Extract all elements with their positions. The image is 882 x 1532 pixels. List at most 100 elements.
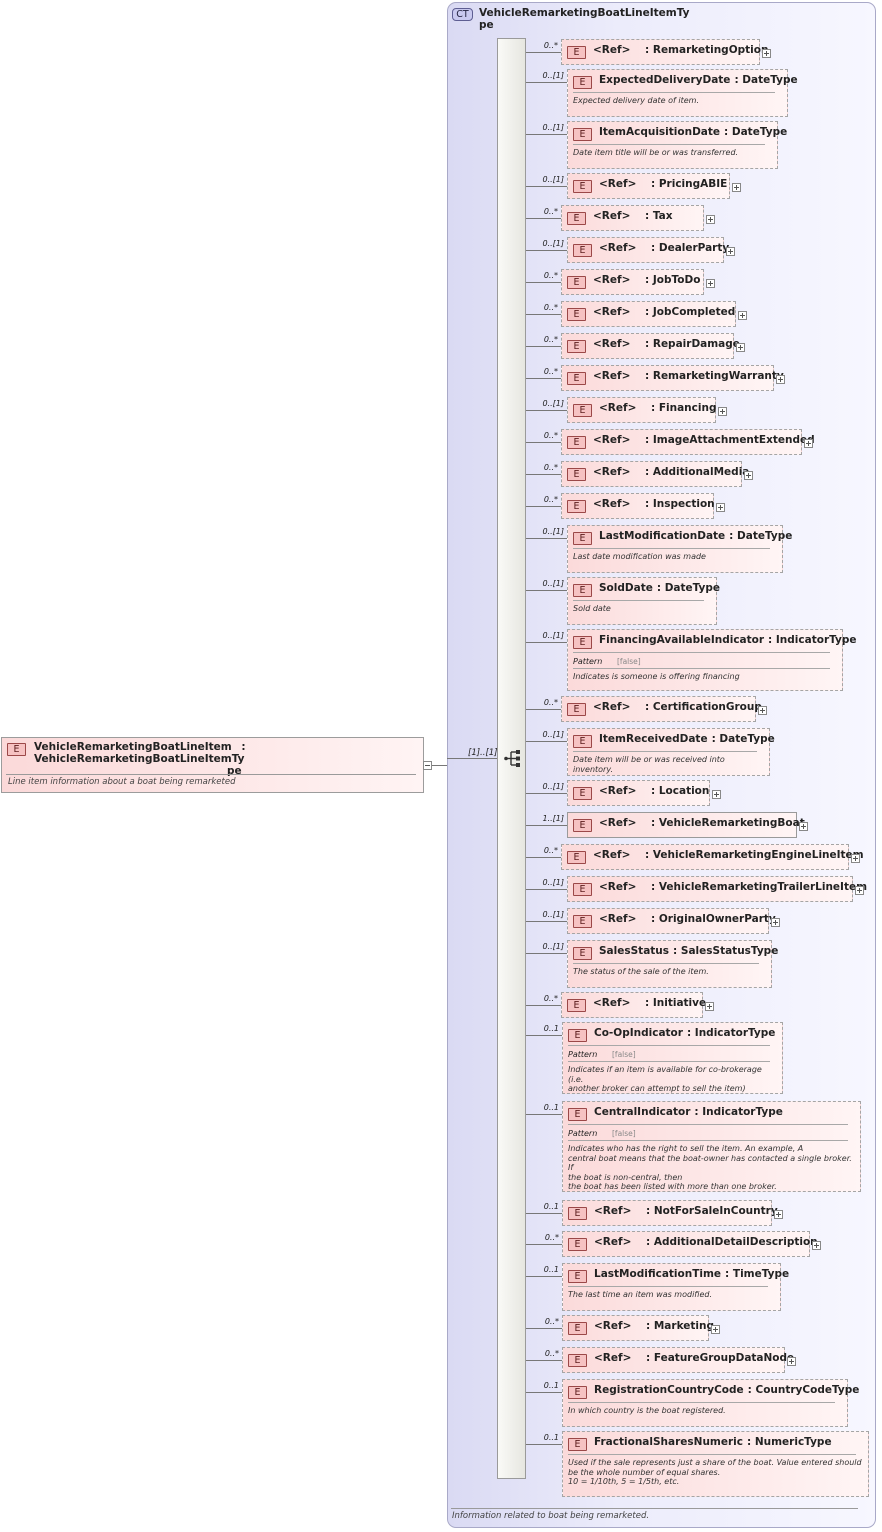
child-element-box[interactable]: E<Ref>: OriginalOwnerParty (567, 908, 776, 934)
child-cardinality: 0..* (544, 1233, 559, 1242)
child-connector (526, 793, 567, 794)
child-connector (526, 741, 567, 742)
expand-plus-icon[interactable] (711, 1325, 720, 1334)
expand-plus-icon[interactable] (855, 886, 864, 895)
child-element-doc: Indicates if an item is available for co… (568, 1065, 762, 1093)
child-connector (526, 186, 567, 187)
child-element-box[interactable]: E<Ref>: Financing (567, 397, 716, 423)
expand-plus-icon[interactable] (736, 343, 745, 352)
child-connector (526, 1444, 562, 1445)
child-element-box[interactable]: E<Ref>: JobToDo (561, 269, 704, 295)
facet-value: [false] (612, 1129, 636, 1138)
child-element-box[interactable]: E<Ref>: AdditionalMedia (561, 461, 749, 487)
element-badge-icon: E (568, 1438, 587, 1451)
expand-plus-icon[interactable] (787, 1357, 796, 1366)
child-element-box[interactable]: E<Ref>: FeatureGroupDataNode (562, 1347, 794, 1373)
expand-plus-icon[interactable] (812, 1241, 821, 1250)
ref-label: <Ref> (593, 466, 631, 478)
child-element-box[interactable]: E<Ref>: RemarketingOption (561, 39, 768, 65)
child-element-box[interactable]: E<Ref>: VehicleRemarketingTrailerLineIte… (567, 876, 867, 902)
expand-plus-icon[interactable] (804, 439, 813, 448)
child-element-box[interactable]: E<Ref>: CertificationGroup (561, 696, 762, 722)
child-cardinality: 0..* (543, 303, 558, 312)
child-element-name: Co-OpIndicator (594, 1027, 683, 1039)
expand-plus-icon[interactable] (771, 918, 780, 927)
child-element-box[interactable]: E<Ref>: NotForSaleInCountry (562, 1200, 778, 1226)
child-connector (526, 506, 561, 507)
expand-plus-icon[interactable] (726, 247, 735, 256)
child-connector (526, 82, 567, 83)
root-element-box[interactable]: E VehicleRemarketingBoatLineItem : Vehic… (1, 737, 424, 793)
child-element-box[interactable]: E<Ref>: VehicleRemarketingBoat (567, 812, 805, 838)
child-connector (526, 1328, 562, 1329)
child-element-name: : AdditionalMedia (645, 466, 750, 478)
expand-plus-icon[interactable] (758, 706, 767, 715)
expand-plus-icon[interactable] (799, 822, 808, 831)
child-element-box[interactable]: E<Ref>: AdditionalDetailDescription (562, 1231, 818, 1257)
child-connector (526, 825, 567, 826)
ref-label: <Ref> (593, 274, 631, 286)
expand-plus-icon[interactable] (744, 471, 753, 480)
child-element-doc: Expected delivery date of item. (573, 96, 699, 105)
child-element-type: : IndicatorType (768, 634, 857, 646)
ref-label: <Ref> (593, 498, 631, 510)
expand-plus-icon[interactable] (738, 311, 747, 320)
expand-plus-icon[interactable] (705, 1002, 714, 1011)
expand-plus-icon[interactable] (716, 503, 725, 512)
child-element-box[interactable]: E<Ref>: VehicleRemarketingEngineLineItem (561, 844, 864, 870)
child-element-box[interactable]: E<Ref>: PricingABIE (567, 173, 730, 199)
child-element-doc: Indicates who has the right to sell the … (568, 1144, 852, 1191)
expand-plus-icon[interactable] (762, 49, 771, 58)
child-cardinality: 1..[1] (542, 814, 564, 823)
child-connector (526, 378, 561, 379)
child-element-label: <Ref>: Tax (593, 210, 673, 222)
child-element-name: LastModificationDate (599, 530, 726, 542)
child-element-name: : CertificationGroup (645, 701, 762, 713)
ref-label: <Ref> (594, 1236, 632, 1248)
child-element-box[interactable]: E<Ref>: RemarketingWarranty (561, 365, 784, 391)
child-element-box[interactable]: E<Ref>: JobCompleted (561, 301, 736, 327)
child-element-label: <Ref>: VehicleRemarketingBoat (599, 817, 805, 829)
child-cardinality: 0..[1] (542, 579, 564, 588)
child-element-box[interactable]: E<Ref>: Location (567, 780, 710, 806)
expand-plus-icon[interactable] (776, 375, 785, 384)
child-element-box[interactable]: E<Ref>: Inspection (561, 493, 715, 519)
expand-plus-icon[interactable] (732, 183, 741, 192)
root-cardinality: [1]..[1] (468, 748, 498, 758)
expand-plus-icon[interactable] (706, 215, 715, 224)
child-element-label: <Ref>: JobToDo (593, 274, 700, 286)
element-divider (573, 548, 770, 549)
child-element-doc: Indicates is someone is offering financi… (573, 672, 740, 681)
element-badge-icon: E (573, 76, 592, 89)
child-element-box[interactable]: E<Ref>: ImageAttachmentExtended (561, 429, 815, 455)
expand-plus-icon[interactable] (718, 407, 727, 416)
child-element-box[interactable]: E<Ref>: RepairDamage (561, 333, 740, 359)
expand-plus-icon[interactable] (851, 854, 860, 863)
child-connector (526, 52, 561, 53)
child-cardinality: 0..1 (543, 1265, 559, 1274)
child-element-name: SalesStatus (599, 945, 670, 957)
child-element-box[interactable]: E<Ref>: Initiative (561, 992, 706, 1018)
child-element-box[interactable]: E<Ref>: Tax (561, 205, 704, 231)
child-element-label: <Ref>: PricingABIE (599, 178, 727, 190)
expand-plus-icon[interactable] (774, 1210, 783, 1219)
child-element-box[interactable]: E<Ref>: DealerParty (567, 237, 729, 263)
expand-plus-icon[interactable] (706, 279, 715, 288)
expand-plus-icon[interactable] (712, 790, 721, 799)
ref-label: <Ref> (599, 402, 637, 414)
element-badge-icon: E (567, 500, 586, 513)
root-collapse-icon[interactable] (423, 761, 432, 770)
child-element-box[interactable]: E<Ref>: Marketing (562, 1315, 714, 1341)
